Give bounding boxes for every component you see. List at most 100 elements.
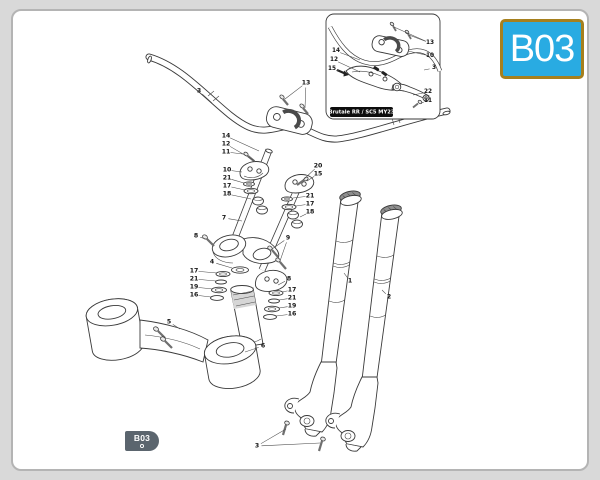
leader-line bbox=[271, 240, 285, 250]
leader-line bbox=[279, 242, 287, 262]
part-number-label: 14 bbox=[332, 48, 340, 54]
leader-line bbox=[231, 194, 252, 200]
leader-line bbox=[423, 68, 430, 71]
part-number-label: 6 bbox=[261, 343, 265, 350]
leader-line bbox=[229, 137, 260, 152]
part-number-label: 12 bbox=[330, 57, 338, 63]
part-number-label: 8 bbox=[194, 233, 198, 240]
leader-line bbox=[198, 271, 218, 274]
part-number-label: 11 bbox=[424, 98, 432, 104]
inset-caption-plate bbox=[330, 107, 393, 117]
part-number-label: 3 bbox=[197, 88, 201, 95]
leader-line bbox=[231, 170, 243, 173]
dot-mark-icon bbox=[140, 443, 144, 448]
inset-callouts: 14 12 15 13 10 3 22 11 bbox=[328, 26, 436, 104]
part-number-label: 17 bbox=[190, 268, 199, 275]
leader-line bbox=[202, 93, 213, 104]
leader-line bbox=[231, 179, 245, 184]
part-number-label: 19 bbox=[288, 303, 297, 310]
part-number-label: 15 bbox=[328, 66, 336, 72]
leader-line bbox=[281, 290, 288, 293]
bar-clamp-cap-drawing bbox=[243, 94, 313, 162]
part-number-label: 17 bbox=[288, 287, 297, 294]
part-number-label: 18 bbox=[223, 191, 232, 198]
part-number-label: 13 bbox=[426, 40, 434, 46]
leader-line bbox=[198, 295, 212, 298]
leader-line bbox=[336, 69, 340, 72]
leader-line bbox=[306, 176, 315, 182]
inset-clamp-cap-drawing bbox=[371, 21, 412, 57]
part-number-label: 20 bbox=[314, 163, 323, 170]
leader-line bbox=[295, 204, 306, 207]
part-number-label: 17 bbox=[306, 201, 315, 208]
footer-section-badge: B03 bbox=[125, 431, 159, 451]
leader-line bbox=[216, 263, 233, 269]
leader-line bbox=[277, 280, 286, 286]
leader-line bbox=[337, 61, 361, 73]
leader-line bbox=[198, 279, 217, 282]
page-code-label: B03 bbox=[509, 27, 576, 70]
leader-line bbox=[278, 306, 288, 309]
left-riser-stack-drawing bbox=[239, 161, 270, 215]
part-number-label: 16 bbox=[190, 292, 199, 299]
footer-badge-label: B03 bbox=[133, 433, 151, 444]
leader-line bbox=[302, 168, 315, 181]
part-number-label: 3 bbox=[255, 443, 259, 450]
part-number-label: 4 bbox=[210, 259, 215, 266]
leader-line bbox=[261, 442, 321, 447]
part-number-label: 13 bbox=[302, 80, 311, 87]
part-number-label: 3 bbox=[432, 65, 436, 71]
bearing-stack-drawing bbox=[210, 266, 284, 320]
leader-line bbox=[230, 152, 244, 155]
lower-triple-clamp-drawing bbox=[85, 298, 261, 390]
leader-line bbox=[228, 218, 243, 222]
part-number-label: 21 bbox=[306, 193, 315, 200]
inset-lever-drawing bbox=[391, 82, 430, 109]
leader-line bbox=[198, 287, 214, 290]
part-number-label: 21 bbox=[190, 276, 199, 283]
part-number-label: 11 bbox=[222, 149, 231, 156]
part-number-label: 22 bbox=[424, 89, 432, 95]
leader-line bbox=[275, 314, 288, 317]
leader-line bbox=[200, 237, 207, 240]
part-number-label: 12 bbox=[222, 141, 231, 148]
leader-line bbox=[278, 298, 288, 301]
leader-line bbox=[284, 85, 303, 100]
right-fork-leg-drawing bbox=[317, 204, 403, 452]
part-number-label: 2 bbox=[387, 294, 391, 301]
leader-line bbox=[407, 50, 426, 56]
part-number-label: 19 bbox=[190, 284, 199, 291]
part-number-label: 21 bbox=[288, 295, 297, 302]
part-number-label: 10 bbox=[223, 167, 232, 174]
inset-caption: Brutale RR / SC5 MY23 bbox=[329, 110, 395, 116]
part-number-label: 14 bbox=[222, 133, 231, 140]
leader-line bbox=[231, 186, 246, 191]
fork-assembly-art bbox=[85, 53, 451, 452]
leader-line bbox=[172, 324, 181, 330]
leader-line bbox=[292, 196, 306, 199]
leader-line bbox=[408, 34, 426, 42]
right-riser-base-drawing bbox=[254, 269, 288, 292]
page-code-box: B03 bbox=[500, 19, 584, 79]
part-number-label: 8 bbox=[287, 276, 291, 283]
leader-line bbox=[299, 213, 307, 218]
leader-line bbox=[412, 92, 424, 96]
part-number-label: 10 bbox=[426, 53, 434, 59]
part-number-label: 1 bbox=[348, 278, 352, 285]
leader-line bbox=[420, 101, 424, 104]
leader-line bbox=[260, 428, 287, 444]
leader-line bbox=[381, 289, 386, 294]
inset-detail-box: Brutale RR / SC5 MY23 14 12 15 13 10 3 22 11 bbox=[325, 13, 443, 120]
part-number-label: 18 bbox=[306, 209, 315, 216]
leader-line bbox=[393, 26, 427, 42]
leader-line bbox=[229, 146, 256, 162]
part-number-label: 15 bbox=[314, 171, 323, 178]
leader-line bbox=[244, 347, 259, 353]
right-riser-stack-drawing bbox=[281, 174, 315, 229]
part-number-label: 16 bbox=[288, 311, 297, 318]
leader-line bbox=[343, 272, 348, 278]
upper-triple-clamp-drawing bbox=[202, 234, 287, 270]
part-number-label: 9 bbox=[286, 235, 290, 242]
